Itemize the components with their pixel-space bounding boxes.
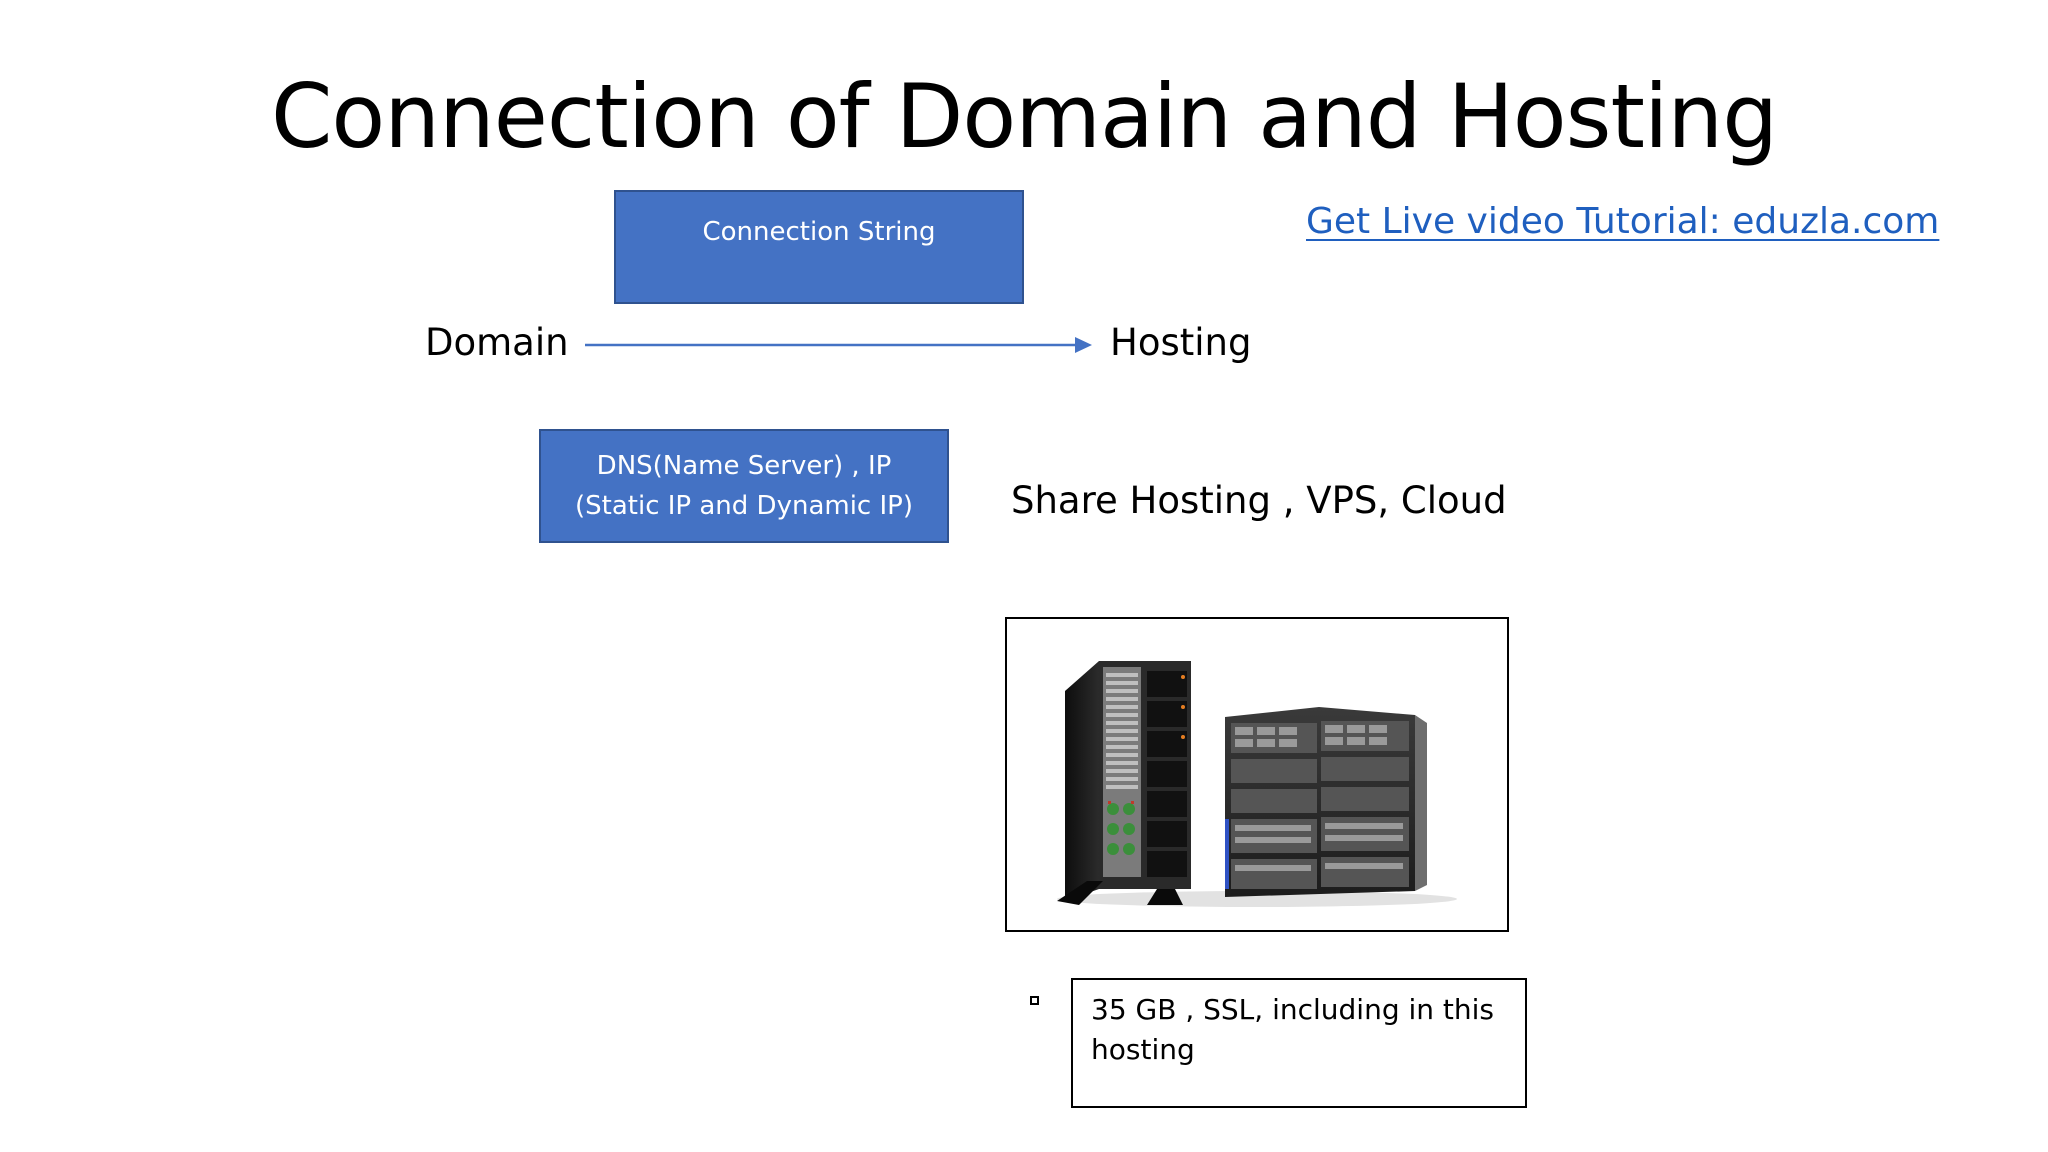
server-image-frame: [1005, 617, 1509, 932]
server-hardware-image: [1057, 661, 1457, 907]
hosting-label: Hosting: [1110, 321, 1252, 364]
dns-line-1: DNS(Name Server) , IP: [596, 451, 892, 481]
dns-line-2: (Static IP and Dynamic IP): [575, 491, 913, 521]
hosting-types-label: Share Hosting , VPS, Cloud: [1011, 479, 1507, 522]
connection-string-box: Connection String: [614, 190, 1024, 304]
connection-string-label: Connection String: [702, 217, 936, 247]
tutorial-link[interactable]: Get Live video Tutorial: eduzla.com: [1306, 201, 1940, 242]
slide-title: Connection of Domain and Hosting: [270, 65, 1778, 168]
domain-label: Domain: [425, 321, 569, 364]
bullet-marker: [1030, 996, 1039, 1005]
dns-box: DNS(Name Server) , IP (Static IP and Dyn…: [539, 429, 949, 543]
domain-to-hosting-arrow: [585, 337, 1092, 353]
hosting-note-box: 35 GB , SSL, including in this hosting: [1071, 978, 1527, 1108]
